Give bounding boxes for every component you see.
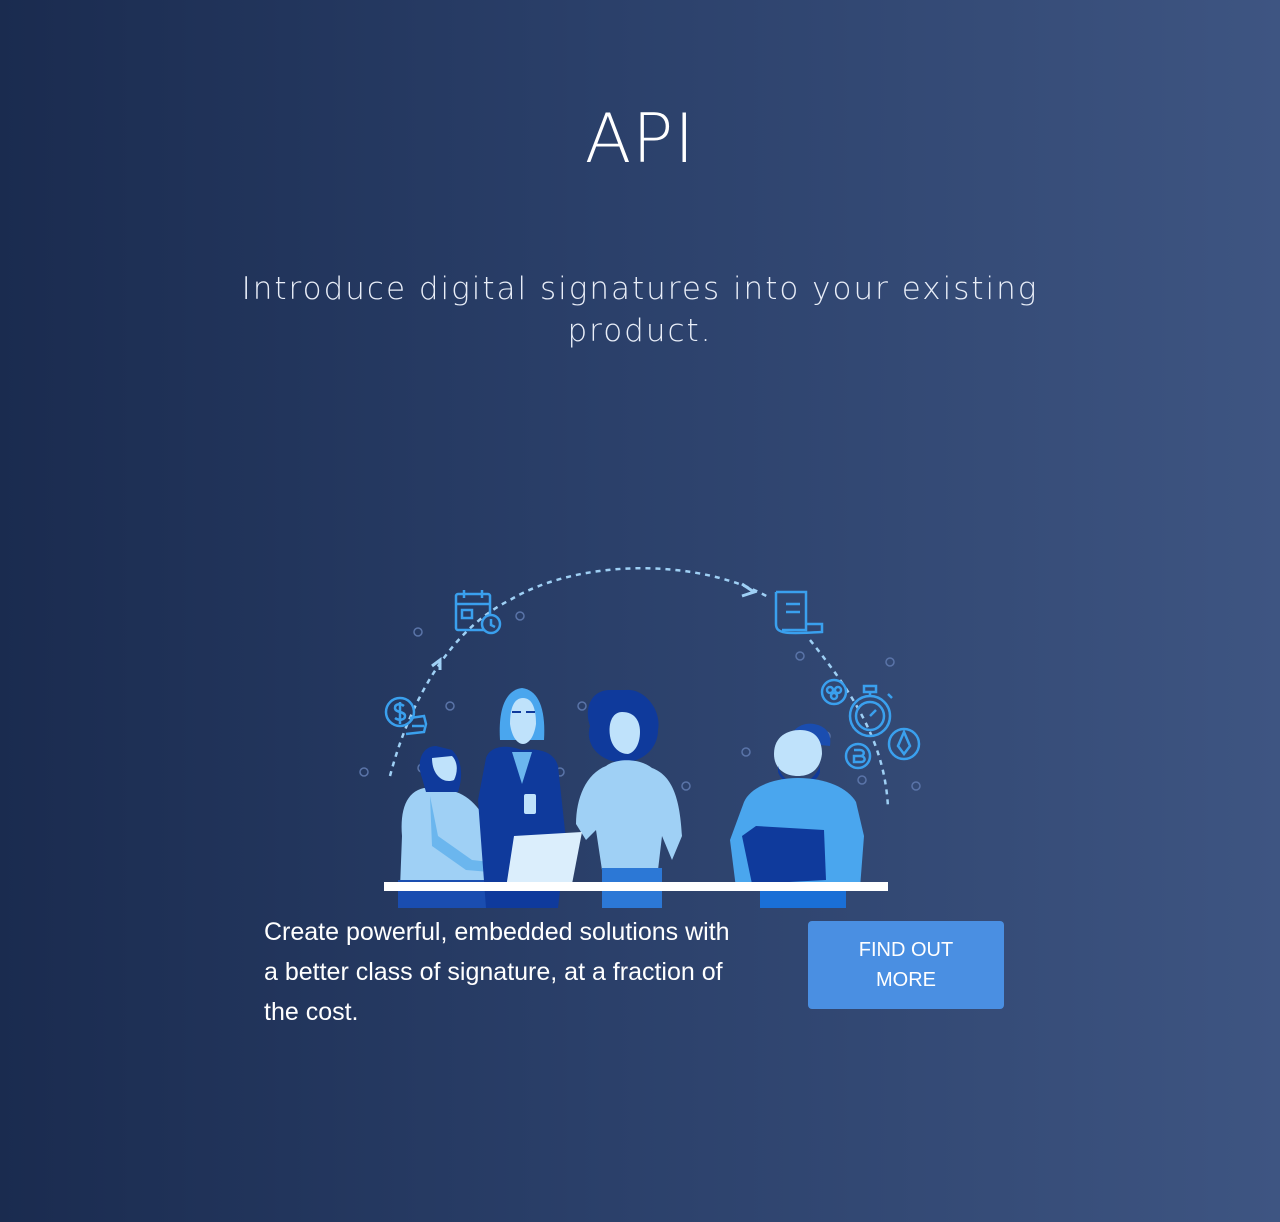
team-illustration [359, 567, 921, 908]
ethereum-icon [887, 727, 921, 761]
dashed-arc-right [809, 639, 890, 809]
description-text: Create powerful, embedded solutions with… [264, 918, 730, 1026]
table-surface [384, 882, 888, 891]
hero-subtitle: Introduce digital signatures into your e… [241, 271, 1039, 349]
dashed-arc [388, 567, 771, 777]
stopwatch-icon [848, 684, 893, 738]
arrow-head-icon [741, 582, 758, 598]
arrow-head-icon [431, 657, 442, 670]
person-with-laptop [398, 746, 498, 908]
dollar-coin-icon [384, 696, 428, 736]
person-with-folder [730, 723, 864, 908]
document-icon [774, 590, 824, 635]
bitcoin-icon [844, 742, 872, 770]
find-out-more-button[interactable]: FIND OUT MORE [808, 921, 1004, 1009]
crypto-coin-icon [820, 678, 848, 706]
page-title: API [584, 100, 696, 179]
person-curly-hair [576, 689, 682, 908]
calendar-clock-icon [454, 590, 502, 635]
